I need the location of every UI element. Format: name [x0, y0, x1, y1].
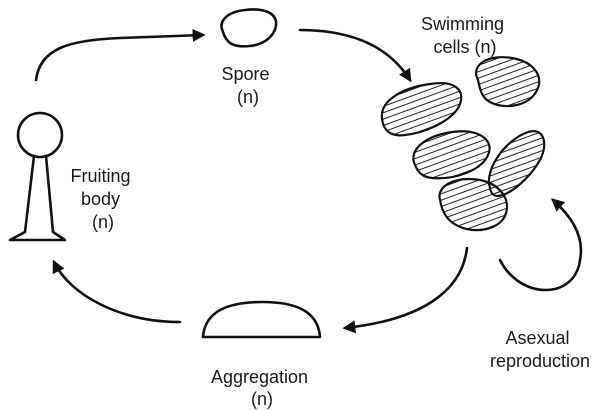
arrow-asexual-reproduction	[500, 200, 581, 290]
label-fruiting-body: Fruiting body (n)	[70, 166, 135, 232]
swimming-cell	[413, 131, 489, 178]
label-swimming-cells: Swimming cells (n)	[421, 14, 509, 57]
spore-shape	[222, 10, 277, 47]
swimming-cell	[476, 57, 539, 106]
arrow-swimming-cells-to-aggregation	[345, 248, 467, 328]
aggregation-shape	[203, 302, 320, 337]
label-aggregation: Aggregation (n)	[211, 367, 313, 409]
fruiting-body-shape	[10, 113, 65, 240]
swimming-cell	[489, 131, 544, 196]
arrow-fruiting-to-spore	[36, 35, 203, 80]
swimming-cell	[382, 83, 461, 135]
label-spore: Spore (n)	[221, 64, 274, 107]
swimming-cell	[439, 179, 507, 230]
arrow-aggregation-to-fruiting	[54, 262, 180, 322]
label-asexual-reproduction: Asexual reproduction	[490, 328, 590, 371]
arrow-spore-to-swimming-cells	[300, 30, 410, 80]
swimming-cells-group	[382, 57, 544, 230]
